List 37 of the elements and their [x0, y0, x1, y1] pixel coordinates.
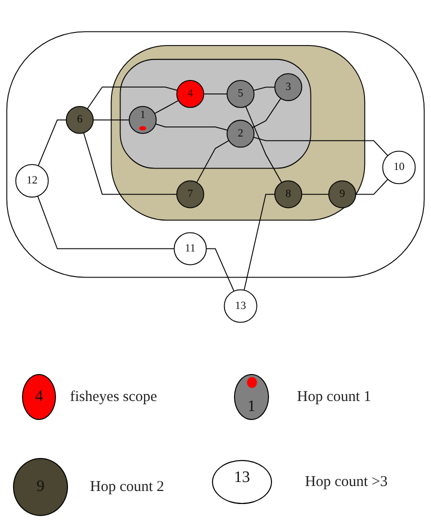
link-line — [196, 140, 230, 183]
link-line — [253, 136, 388, 156]
legend-number: 1 — [246, 398, 256, 416]
node-number: 6 — [77, 112, 83, 128]
link-line — [155, 123, 228, 131]
legend-text: Hop count 2 — [90, 478, 164, 496]
link-line — [244, 194, 276, 291]
legend-text: Hop count >3 — [305, 473, 388, 491]
link-line — [92, 119, 130, 120]
link-line — [355, 178, 388, 195]
node-number: 7 — [187, 187, 194, 202]
node-number: 11 — [184, 242, 196, 256]
node-number: 3 — [286, 80, 292, 95]
node-number: 9 — [339, 187, 346, 202]
node-number: 12 — [26, 174, 38, 188]
node-number: 2 — [238, 126, 244, 142]
link-line — [301, 194, 330, 195]
link-line — [37, 196, 175, 250]
legend-text: Hop count 1 — [297, 388, 372, 406]
node-number: 10 — [393, 160, 405, 175]
legend-text: fisheyes scope — [70, 388, 158, 406]
link-line — [245, 106, 282, 183]
legend-number: 4 — [34, 388, 44, 406]
link-line — [206, 248, 234, 292]
node-number: 5 — [238, 86, 244, 102]
legend-number: 9 — [36, 478, 46, 496]
link-line — [83, 132, 178, 195]
link-line — [38, 119, 67, 166]
node-number: 13 — [235, 298, 246, 314]
node-number: 8 — [286, 187, 292, 202]
link-line — [86, 86, 178, 110]
link-line — [253, 86, 276, 91]
node-number: 4 — [187, 86, 194, 102]
link-line — [154, 100, 179, 114]
link-line — [252, 98, 282, 128]
legend-number: 13 — [233, 468, 251, 486]
node-number: 1 — [140, 108, 146, 123]
